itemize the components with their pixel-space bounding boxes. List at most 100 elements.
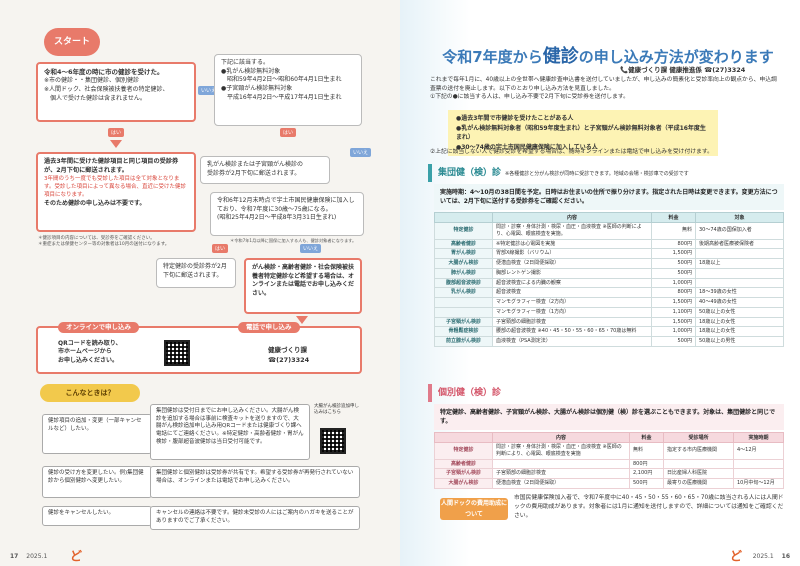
table-cell: 腹部超音波検診	[434, 277, 493, 289]
table-cell: 1,500円	[651, 297, 696, 308]
note-2: ②上記に該当しない人で健診受診を希望する場合は、随時オンラインまたは電話で申し込…	[430, 149, 713, 155]
table-cell: 子宮頸部の細胞診検査	[492, 316, 652, 328]
online-qr-code[interactable]	[164, 340, 190, 366]
table-cell: 50歳以上の男性	[695, 336, 784, 347]
flow-box-3-notes: ＊健診項目の内容については、受診券をご確認ください。 ＊重症または保健センター等…	[38, 236, 198, 249]
table-header-row: 内容 料金 対象	[434, 212, 784, 223]
table-cell: 500円	[629, 478, 664, 489]
table-cell: 子宮頸がん検診	[434, 468, 493, 479]
phone-dept: 健康づくり課	[268, 346, 307, 354]
flow-box-5-note: ＊令和7年1月以降に国保に加入する人も、健診対象者になります。	[230, 238, 357, 243]
title-mid: の申し込み方法	[578, 48, 684, 66]
table-cell: 800円	[651, 238, 696, 250]
intro-line: これまで毎年1月に、40歳以上の全世帯へ健康診査申込書を送付していましたが、申し…	[430, 77, 777, 92]
online-title: オンラインで申し込み	[58, 322, 139, 334]
flow-box-2-line: ●子宮頸がん検診無料対象	[221, 85, 293, 93]
group-table-body: 特定健診問診・診察・身体計測・検尿・血圧・血液検査 ※医師の判断により、心電図、…	[434, 222, 784, 347]
table-cell	[733, 468, 784, 479]
individual-table-body: 特定健診問診・診察・身体計測・検尿・血圧・血液検査 ※医師の判断により、心電図、…	[434, 442, 784, 489]
table-cell: 1,500円	[651, 316, 696, 328]
group-info: 実施時期：4〜10月の38日間を予定。日時はお住まいの住所で振り分けます。指定さ…	[434, 184, 784, 210]
faq-answer: 集団健診と個別健診は受診券が共有です。希望する受診券が再発行されていない場合は、…	[150, 466, 360, 498]
title-post: が変わります	[683, 48, 774, 66]
faq-answer: キャンセルの連絡は不要です。健診未受診の人にはご案内のハガキを送ることがあります…	[150, 506, 360, 530]
dock-text: 市国民健康保険加入者で、令和7年度中に40・45・50・55・60・65・70歳…	[514, 495, 784, 519]
table-cell: 無料	[651, 222, 696, 240]
table-cell: 血液検査（PSA測定法）	[492, 336, 652, 347]
table-cell: 500円	[651, 336, 696, 347]
table-header-empty	[434, 212, 493, 223]
logo-icon: ど	[70, 549, 83, 563]
flow-box-2-line: 下記に該当する。	[221, 59, 270, 66]
note-line: ＊健診項目の内容については、受診券をご確認ください。	[38, 236, 155, 241]
table-cell: 1,000円	[651, 326, 696, 337]
dock-label: 人間ドックの費用助成について	[440, 498, 508, 520]
flow-box-4-line: 受診券が2月下旬に郵送されます。	[207, 169, 301, 177]
phone-title: 電話で申し込み	[238, 322, 300, 334]
apply-panel: オンラインで申し込み QRコードを読み取り、 市ホームページから お申し込みくだ…	[36, 322, 362, 374]
table-cell	[695, 267, 784, 279]
page-number: 17 2025.1	[10, 553, 47, 560]
table-cell: 18歳以上	[695, 258, 784, 269]
table-cell: 500円	[651, 267, 696, 279]
table-cell: 18〜39歳の女性	[695, 287, 784, 298]
table-cell: 40〜49歳の女性	[695, 297, 784, 308]
table-cell: 無料	[629, 442, 664, 460]
table-cell: 日比産婦人科医院	[663, 468, 734, 479]
page-number: 2025.1 16	[753, 553, 790, 560]
group-subtitle: ※各種健診と分がん検診が同時に受診できます。地域の会場・検診車での受診です	[505, 171, 689, 177]
table-cell: 問診・診察・身体計測・検尿・血圧・血液検査 ※医師の判断により、心電図、眼底検査…	[492, 442, 630, 460]
title-pre: 令和7年度から	[442, 48, 543, 66]
table-cell	[733, 458, 784, 470]
qr-caption: 大腸がん検診追加申し込みはこちら	[314, 404, 359, 415]
table-cell: 骨粗鬆症検診	[434, 326, 493, 337]
no-label-1: いいえ	[198, 86, 220, 95]
issue-label: 2025.1	[752, 553, 774, 560]
table-cell: 4〜12月	[733, 442, 784, 460]
page-title: 令和7年度から健診の申し込み方法が変わります	[428, 42, 788, 68]
issue-label: 2025.1	[26, 553, 48, 560]
table-header-row: 内容 料金 受診場所 実施時期	[434, 432, 784, 443]
table-cell: 前立腺がん検診	[434, 336, 493, 347]
yes-label-1: はい	[108, 128, 125, 137]
note-line: ＊重症または保健センター等の対象者は10月の送付になります。	[38, 242, 170, 248]
flow-box-1-line: ※人間ドック、社会保険被扶養者の特定健診、	[44, 86, 169, 94]
table-cell: 2,100円	[629, 468, 664, 479]
intro-text: これまで毎年1月に、40歳以上の全世帯へ健康診査申込書を送付していましたが、申し…	[430, 76, 780, 102]
flow-box-3-line: そのため健診の申し込みは不要です。	[44, 199, 146, 207]
table-cell: 子宮頸がん検診	[434, 316, 493, 328]
table-cell	[434, 297, 493, 308]
online-line: QRコードを読み取り、	[58, 340, 122, 347]
individual-title: 個別健（検）診	[438, 388, 502, 398]
flow-box-3: 過去3年間に受けた健診項目と同じ項目の受診券が、2月下旬に郵送されます。 3年間…	[36, 152, 196, 232]
online-line: 市ホームページから	[58, 348, 112, 356]
table-cell: 特定健診	[434, 442, 493, 460]
table-cell: 腰部の超音波検査 ※40・45・50・55・60・65・70歳は無料	[492, 326, 652, 337]
table-cell: マンモグラフィー検査（1方向）	[492, 306, 652, 318]
table-row: 特定健診問診・診察・身体計測・検尿・血圧・血液検査 ※医師の判断により、心電図、…	[434, 442, 784, 460]
page-number-value: 16	[781, 553, 790, 560]
table-header: 内容	[492, 212, 652, 223]
faq-answer: 集団健診は受付日までにお申し込みください。大腸がん検診を追加する場合は事前に検査…	[150, 404, 310, 460]
target-item: ●乳がん検診無料対象者（昭和59年度生まれ）と子宮頸がん検診無料対象者（平成16…	[456, 124, 706, 142]
faq-title: こんなときは？	[40, 384, 140, 402]
flow-box-5-line: (昭和25年4月2日〜平成8年3月31日生まれ)	[217, 214, 337, 222]
table-cell: 18歳以上の女性	[695, 316, 784, 328]
table-cell: 胃部X線撮影（バリウム）	[492, 248, 652, 259]
target-item: ●過去3年間で市健診を受けたことがある人	[456, 115, 574, 122]
table-cell: 高齢者健診	[434, 458, 493, 470]
table-cell: 便潜血検査（2日間便採取）	[492, 258, 652, 269]
department-contact: 📞健康づくり課 健康推進係 ☎(27)3324	[620, 66, 746, 74]
yes-label-3: はい	[212, 244, 229, 253]
title-main: 健診	[542, 46, 579, 67]
flow-box-4: 乳がん検診または子宮頸がん検診の 受診券が2月下旬に郵送されます。	[200, 156, 330, 184]
flow-box-5-line: 令和6年12月末時点で宇土市国民健康保険に加入しており、令和7年度に30歳〜75…	[217, 197, 355, 213]
faq-qr-code[interactable]	[320, 428, 346, 454]
table-header: 内容	[492, 432, 630, 443]
table-header: 実施時期	[733, 432, 784, 443]
